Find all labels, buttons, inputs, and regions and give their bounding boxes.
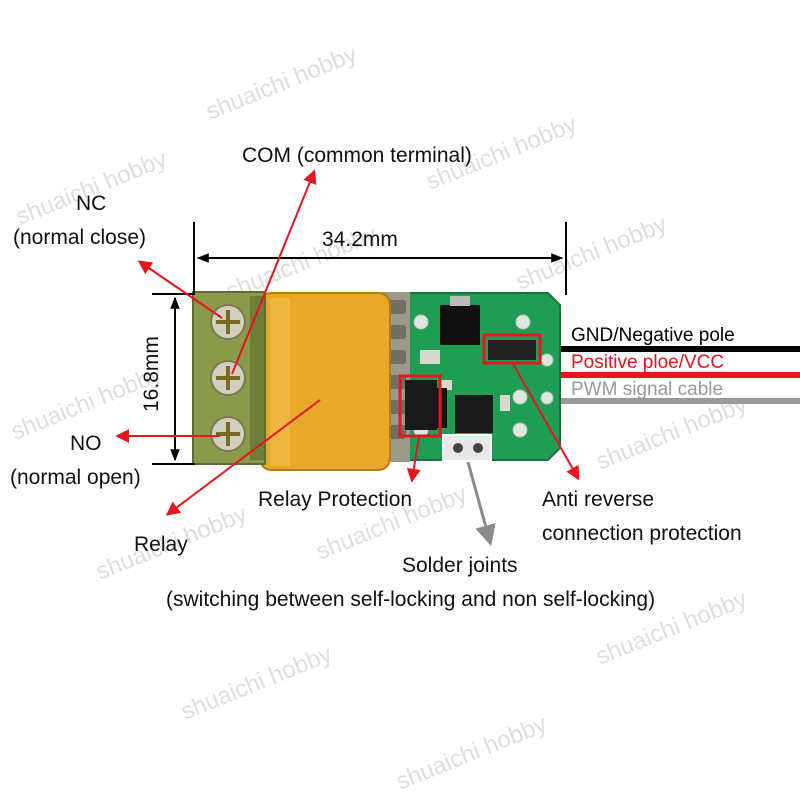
relay-module xyxy=(192,291,561,471)
regulator-chip xyxy=(440,305,480,345)
callout-arrows xyxy=(115,169,580,516)
solder-joint-pads xyxy=(442,434,492,462)
mcu-chip xyxy=(455,395,493,433)
relay-protection-arrow xyxy=(406,435,421,483)
dimension-width: 34.2mm xyxy=(193,222,567,295)
relay-label: Relay xyxy=(134,533,188,556)
solder-arrow xyxy=(466,461,496,547)
watermark: shuaichi hobby xyxy=(177,641,336,726)
pwm-wire-label: PWM signal cable xyxy=(571,379,723,400)
anti-reverse-label: Anti reverse xyxy=(542,488,654,511)
pwm-wire xyxy=(560,398,800,404)
com-label: COM (common terminal) xyxy=(242,144,472,167)
gnd-wire xyxy=(560,346,800,352)
nc-arrow xyxy=(137,260,223,319)
relay-arrow xyxy=(165,399,321,516)
solder-sublabel: (switching between self-locking and non … xyxy=(166,588,655,611)
relay-protection-label: Relay Protection xyxy=(258,488,412,511)
no-sublabel: (normal open) xyxy=(10,466,141,489)
solder-label: Solder joints xyxy=(402,554,518,577)
watermark: shuaichi hobby xyxy=(392,711,551,796)
height-dimension-label: 16.8mm xyxy=(140,336,163,412)
anti-reverse-arrow xyxy=(511,361,580,481)
nc-label: NC xyxy=(76,192,106,215)
terminal-screws xyxy=(210,304,246,452)
relay-protection-box xyxy=(398,374,442,438)
diode-component xyxy=(488,340,536,360)
gnd-wire-label: GND/Negative pole xyxy=(571,325,735,346)
protection-diode xyxy=(405,380,437,430)
vcc-wire xyxy=(560,372,800,378)
watermark: shuaichi hobby xyxy=(512,211,671,296)
nc-sublabel: (normal close) xyxy=(13,226,146,249)
anti-reverse-sublabel: connection protection xyxy=(542,522,742,545)
wires xyxy=(560,346,800,404)
watermark: shuaichi hobby xyxy=(202,41,361,126)
com-arrow xyxy=(231,169,317,375)
dimension-height: 16.8mm xyxy=(140,293,195,465)
no-label: NO xyxy=(70,432,102,455)
width-dimension-label: 34.2mm xyxy=(322,228,398,251)
watermark: shuaichi hobby xyxy=(12,146,171,231)
vcc-wire-label: Positive ploe/VCC xyxy=(571,352,724,373)
